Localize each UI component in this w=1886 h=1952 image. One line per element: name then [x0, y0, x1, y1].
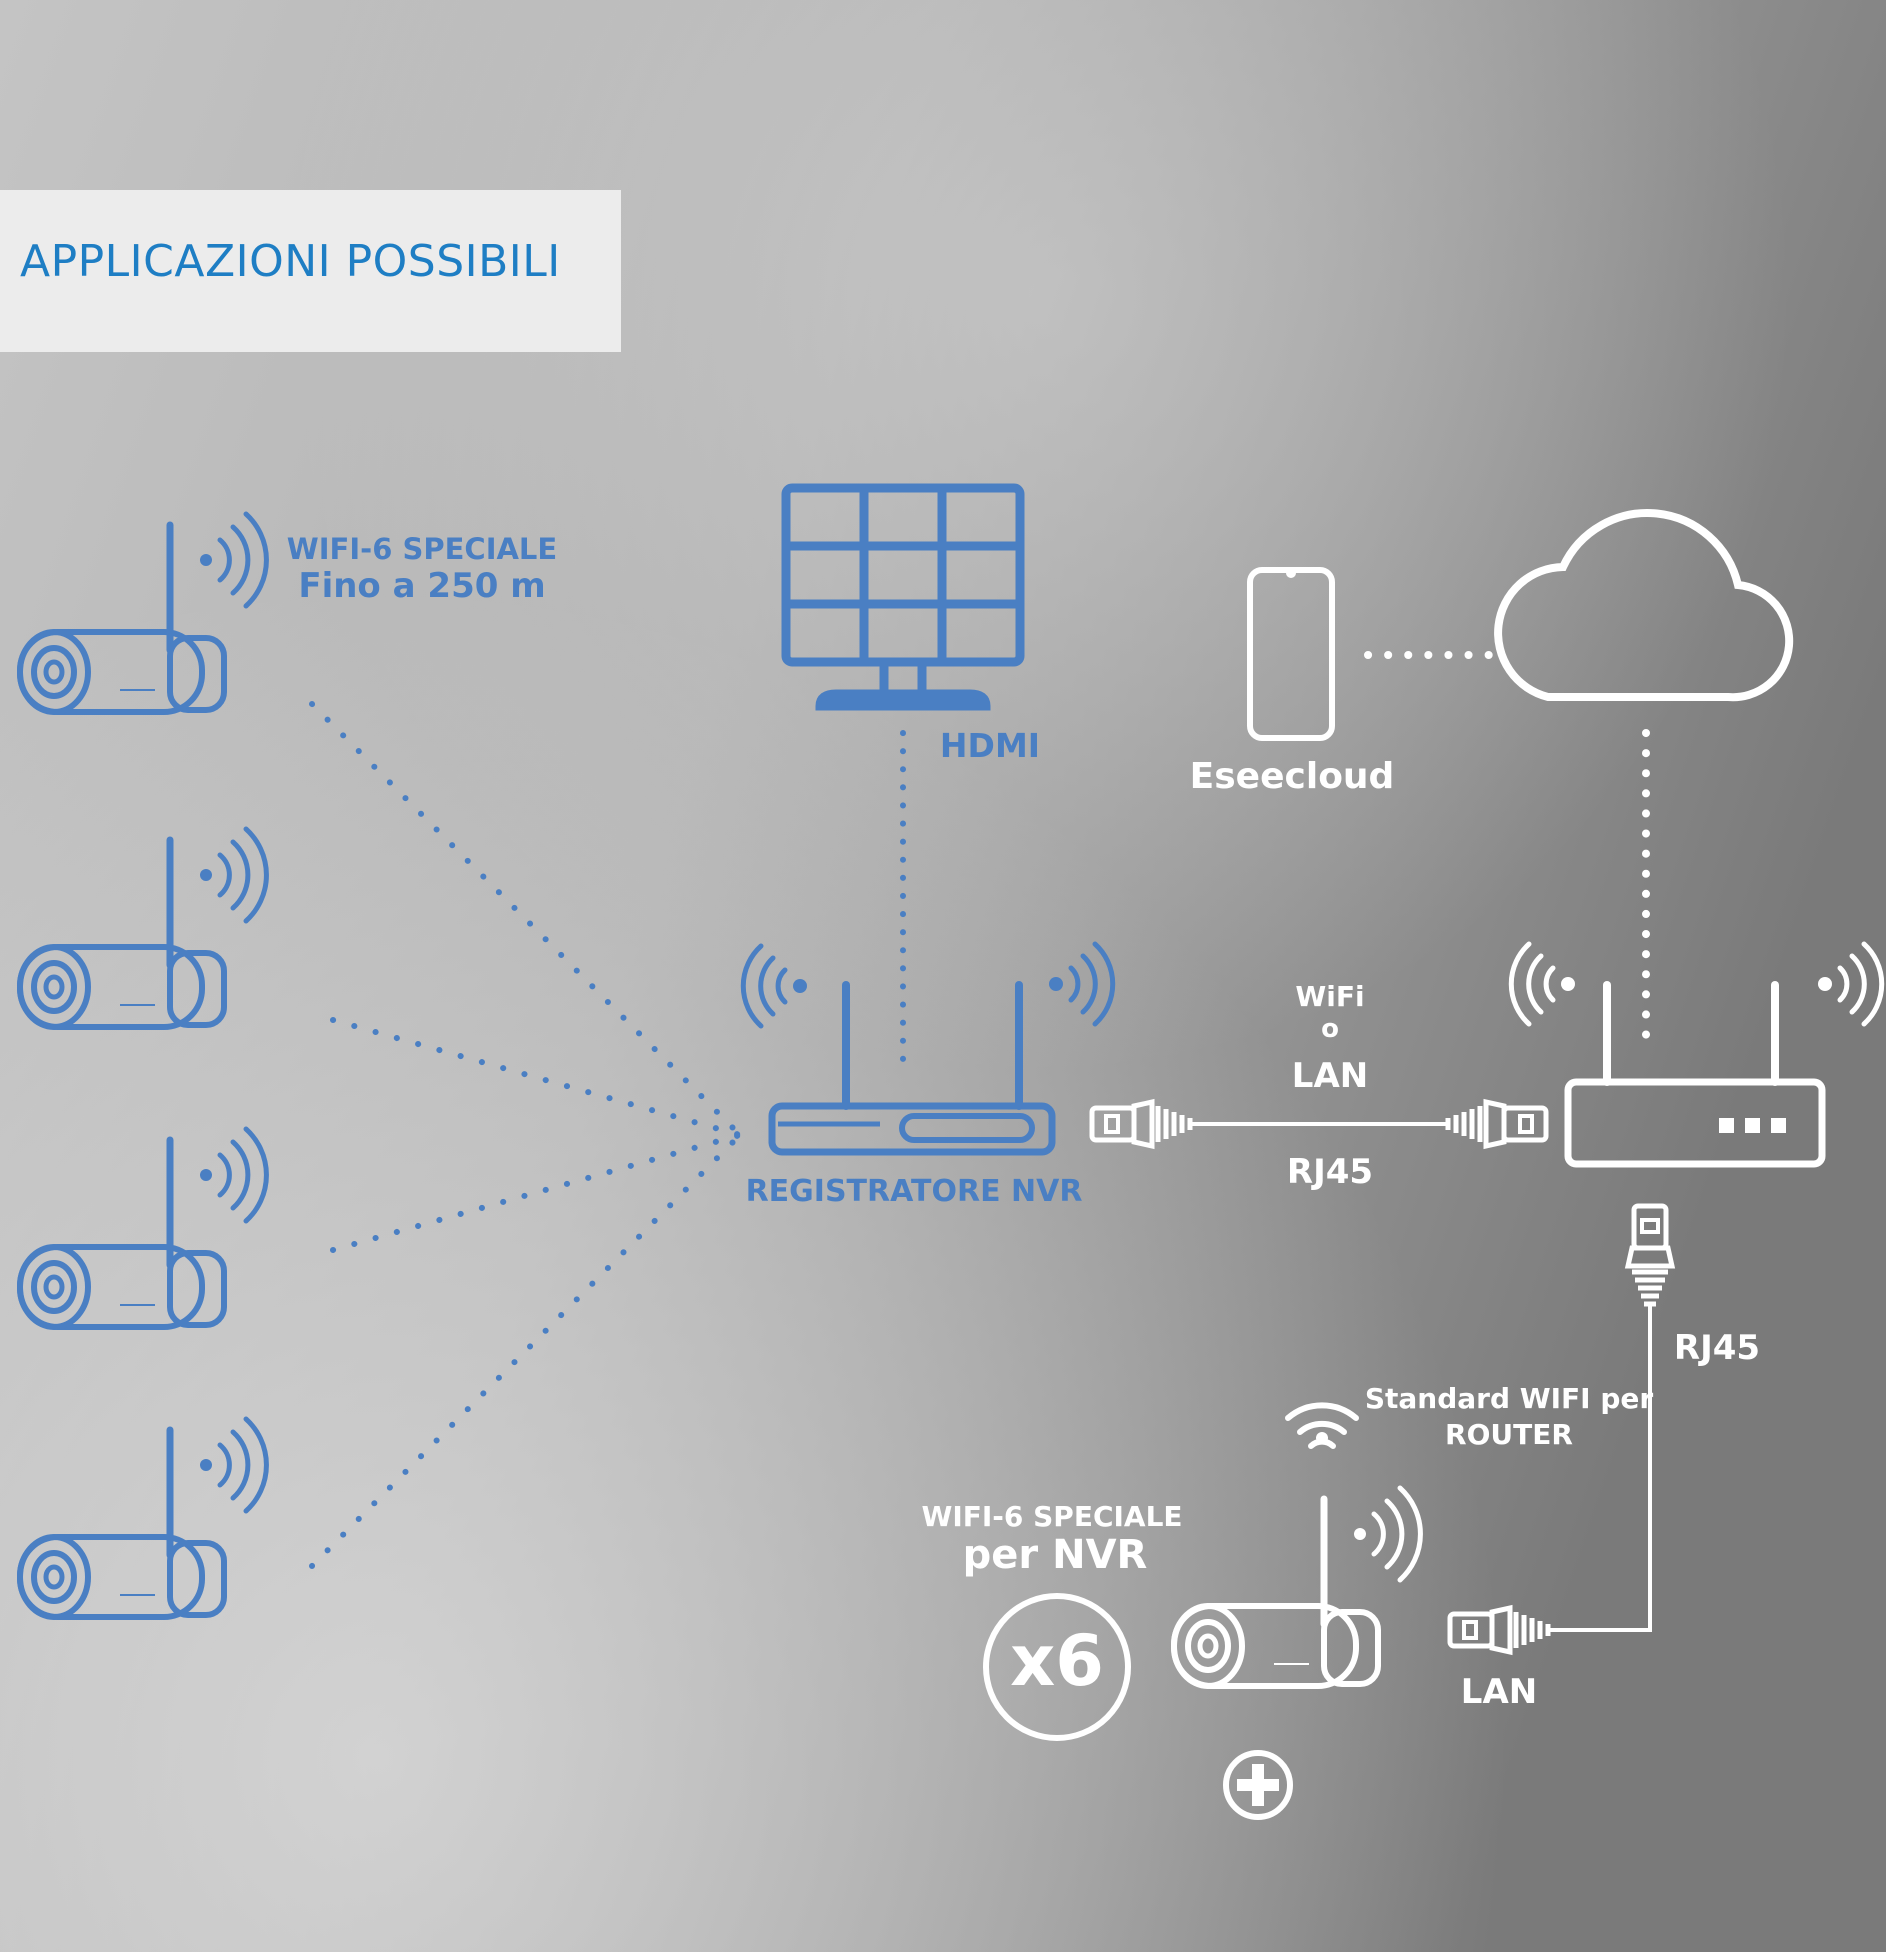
wifi-icon [1285, 1402, 1359, 1449]
wifi6-range-label-1: WIFI-6 SPECIALE [286, 532, 558, 566]
or-label: o [1321, 1014, 1339, 1044]
lan-cable [1548, 1306, 1652, 1632]
cloud-icon [1494, 509, 1794, 702]
rj45-connector-icon [1628, 1206, 1672, 1304]
nvr-label: REGISTRATORE NVR [745, 1174, 1083, 1209]
rj45-label-vertical: RJ45 [1673, 1328, 1761, 1368]
nvr-wifi-label-2: per NVR [962, 1532, 1148, 1578]
title-banner: APPLICAZIONI POSSIBILI [0, 190, 621, 352]
count-badge [983, 1593, 1131, 1741]
standard-wifi-label-1: Standard WIFI per [1364, 1382, 1654, 1415]
camera-icon [20, 1419, 266, 1617]
lan-label-top: LAN [1291, 1056, 1369, 1096]
nvr-recorder-icon [740, 941, 1116, 1156]
camera-icon [20, 514, 266, 712]
rj45-connector-icon [1092, 1102, 1190, 1146]
nvr-wifi-label-1: WIFI-6 SPECIALE [921, 1500, 1183, 1533]
hdmi-label: HDMI [939, 726, 1041, 765]
camera-icon [1174, 1488, 1420, 1686]
rj45-connector-icon [1450, 1608, 1548, 1652]
rj45-connector-icon [1448, 1102, 1546, 1146]
router-icon [1508, 941, 1885, 1168]
camera-icon [20, 1129, 266, 1327]
page-title: APPLICAZIONI POSSIBILI [20, 236, 561, 287]
camera-icon [20, 829, 266, 1027]
smartphone-icon [1247, 567, 1335, 741]
monitor-icon [781, 483, 1025, 711]
count-label: x6 [1010, 1620, 1104, 1702]
eseecloud-label: Eseecloud [1189, 756, 1395, 797]
rj45-label-horizontal: RJ45 [1286, 1152, 1374, 1192]
standard-wifi-label-2: ROUTER [1445, 1418, 1573, 1451]
wifi6-range-label-2: Fino a 250 m [298, 566, 546, 606]
wifi-label: WiFi [1295, 980, 1365, 1013]
plus-icon [1223, 1750, 1293, 1820]
wireless-links [309, 701, 743, 1569]
lan-label-bottom: LAN [1460, 1672, 1538, 1712]
